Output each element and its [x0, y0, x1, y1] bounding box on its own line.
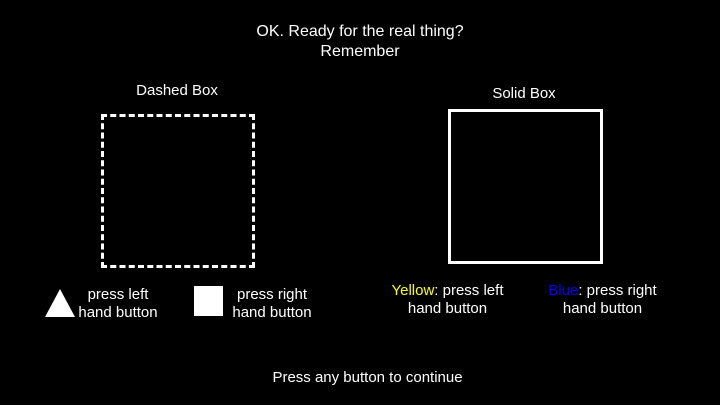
triangle-rule-line-1: press left — [87, 286, 149, 303]
dashed-box — [101, 114, 255, 268]
dashed-box-label: Dashed Box — [136, 82, 218, 99]
square-rule-line-1: press right — [236, 286, 308, 303]
triangle-rule-line-2: hand button — [78, 304, 158, 321]
solid-box — [448, 109, 603, 264]
blue-rule-line-1: Blue: press right — [535, 282, 670, 300]
continue-prompt: Press any button to continue — [272, 369, 463, 386]
blue-rule-rest: : press right — [578, 282, 657, 299]
square-rule-line-2: hand button — [232, 304, 312, 321]
triangle-rule: press left hand button — [58, 286, 178, 322]
yellow-rule-line-2: hand button — [407, 300, 488, 317]
yellow-word: Yellow — [391, 282, 435, 299]
square-rule: press right hand button — [212, 286, 332, 322]
yellow-rule: Yellow: press left hand button — [380, 282, 515, 318]
blue-rule-line-2: hand button — [562, 300, 643, 317]
blue-rule: Blue: press right hand button — [535, 282, 670, 318]
solid-box-label: Solid Box — [492, 85, 556, 102]
yellow-rule-rest: : press left — [434, 282, 504, 299]
instruction-header: OK. Ready for the real thing? Remember — [0, 22, 720, 62]
blue-word: Blue — [548, 282, 579, 299]
header-line-1: OK. Ready for the real thing? — [256, 23, 464, 40]
header-line-2: Remember — [320, 43, 400, 60]
triangle-icon — [45, 289, 75, 317]
square-icon — [194, 286, 223, 316]
yellow-rule-line-1: Yellow: press left — [380, 282, 515, 300]
